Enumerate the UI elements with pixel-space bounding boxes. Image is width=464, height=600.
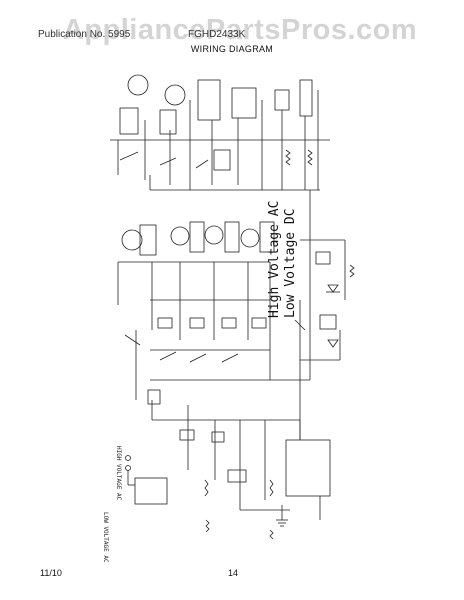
- motor-symbol-2: [164, 84, 186, 106]
- watermark-text: AppliancePartsPros.com: [62, 14, 418, 46]
- footer-date: 11/10: [40, 568, 62, 578]
- high-voltage-ac-small-label: HIGH VOLTAGE AC: [115, 446, 122, 501]
- motor-symbol-1: [127, 74, 149, 96]
- lower-section-wiring: [125, 380, 331, 540]
- motor-symbol-5: [204, 225, 224, 245]
- right-section-wiring: [294, 239, 355, 380]
- page-number: 14: [228, 568, 239, 578]
- publication-number: Publication No. 5995: [38, 29, 131, 40]
- middle-section-wiring: [117, 190, 311, 400]
- motor-symbol-6: [240, 228, 260, 248]
- high-voltage-ac-label: High Voltage AC: [267, 201, 282, 318]
- upper-section-wiring: [110, 74, 330, 191]
- control-box-left: [134, 477, 168, 505]
- low-voltage-dc-label: Low Voltage DC: [283, 208, 298, 318]
- low-voltage-ac-label: LOW VOLTAGE AC: [102, 512, 109, 563]
- model-number: FGHD2433K: [188, 29, 246, 40]
- diagram-title: WIRING DIAGRAM: [190, 44, 274, 54]
- motor-symbol-4: [170, 226, 190, 246]
- control-board: [285, 439, 331, 497]
- motor-symbol-3: [121, 229, 143, 251]
